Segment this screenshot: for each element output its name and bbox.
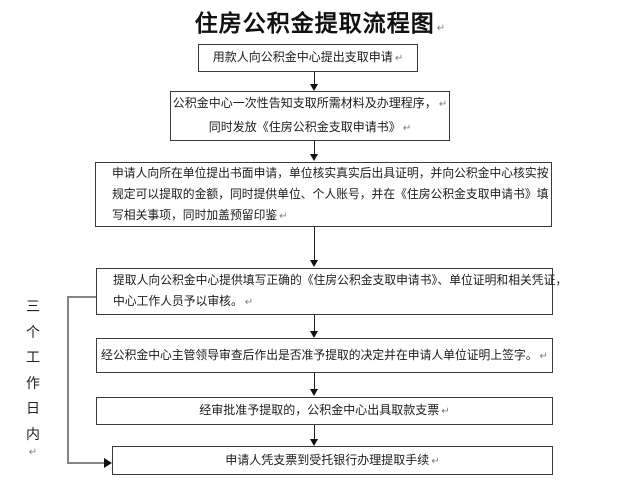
arrow-down-icon [310,154,318,161]
flow-step-text: 申请人凭支票到受托银行办理提取手续↵ [225,452,440,467]
flow-step-text: 经公积金中心主管领导审查后作出是否准予提取的决定并在申请人单位证明上签字。↵ [101,347,548,362]
arrow-down-icon [310,260,318,267]
arrow-down-icon [310,331,318,338]
flow-step-text: 中心工作人员予以审核。↵ [113,294,254,308]
flow-step-text: 申请人向所在单位提出书面申请，单位核实真实后出具证明，并向公积金中心核实按 [112,165,549,180]
flow-step-text: 公积金中心一次性告知支取所需材料及办理程序，↵ [172,96,448,110]
side-label-char: 三 [26,299,40,315]
paragraph-mark-icon: ↵ [402,123,412,134]
flow-step-center-notify: 公积金中心一次性告知支取所需材料及办理程序，↵ 同时发放《住房公积金支取申请书》… [170,91,450,141]
flow-step-bank-withdrawal: 申请人凭支票到受托银行办理提取手续↵ [112,446,553,475]
flow-step-submit-application: 用款人向公积金中心提出支取申请↵ [198,44,418,72]
flow-step-text: 写相关事项，同时加盖预留印鉴↵ [112,207,288,222]
paragraph-mark-icon: ↵ [394,53,404,64]
paragraph-mark-icon: ↵ [279,210,288,222]
arrow-down-icon [310,439,318,446]
connector-line [314,373,315,389]
arrow-right-icon [104,458,112,468]
flow-step-employer-verify: 申请人向所在单位提出书面申请，单位核实真实后出具证明，并向公积金中心核实按 规定… [95,162,552,227]
side-label-char: 工 [26,350,40,366]
paragraph-mark-icon: ↵ [244,297,254,308]
page-title: 住房公积金提取流程图↵ [0,4,641,38]
flow-step-text: 提取人向公积金中心提供填写正确的《住房公积金支取申请书》、单位证明和相关凭证， [113,273,568,287]
connector-line [314,425,315,439]
flow-step-text: 规定可以提取的金额，同时提供单位、个人账号，并在《住房公积金支取申请书》填 [112,186,549,201]
arrow-down-icon [310,389,318,396]
connector-line [314,227,315,260]
side-label-three-working-days: 三 个 工 作 日 内 ↵ [23,295,43,458]
flow-step-leader-approval: 经公积金中心主管领导审查后作出是否准予提取的决定并在申请人单位证明上签字。↵ [96,338,553,373]
paragraph-mark-icon: ↵ [539,350,548,362]
flow-step-text: 用款人向公积金中心提出支取申请↵ [212,50,404,64]
flow-step-text: 经审批准予提取的，公积金中心出具取款支票↵ [199,403,450,417]
connector-line [314,315,315,331]
paragraph-mark-icon: ↵ [438,99,448,110]
connector-line [314,72,315,84]
flow-step-center-review: 提取人向公积金中心提供填写正确的《住房公积金支取申请书》、单位证明和相关凭证， … [96,268,568,315]
side-label-char: 内 [26,426,40,443]
flow-step-issue-cheque: 经审批准予提取的，公积金中心出具取款支票↵ [96,397,553,425]
bracket-line-top [67,296,96,298]
paragraph-mark-icon: ↵ [436,23,447,34]
connector-line [314,141,315,154]
paragraph-mark-icon: ↵ [441,406,450,417]
bracket-line-vertical [67,296,69,464]
flow-step-text: 同时发放《住房公积金支取申请书》↵ [208,120,412,134]
side-label-char: 个 [26,324,40,341]
side-label-char: 日 [26,401,40,417]
paragraph-mark-icon: ↵ [28,447,38,458]
bracket-line-bottom [67,462,105,464]
page-title-text: 住房公积金提取流程图 [194,11,435,37]
side-label-char: 作 [26,375,40,392]
paragraph-mark-icon: ↵ [431,455,440,467]
arrow-down-icon [310,84,318,91]
